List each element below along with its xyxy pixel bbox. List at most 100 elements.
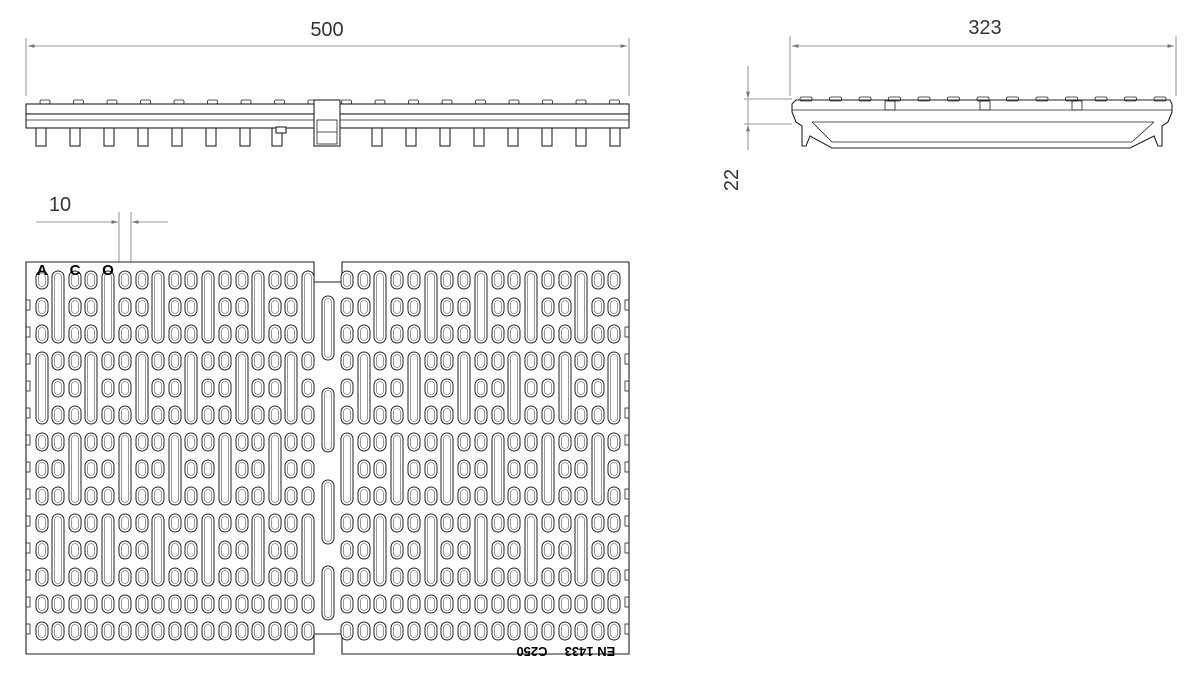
side-view-bump xyxy=(1094,96,1108,102)
grate-slot-inner xyxy=(271,516,279,530)
grate-slot-inner xyxy=(138,435,146,449)
grate-slot-inner xyxy=(527,354,535,368)
grate-slot-inner xyxy=(121,381,129,395)
grate-slot-inner xyxy=(410,462,418,476)
front-view-bump xyxy=(39,99,51,105)
grate-slot-inner xyxy=(221,597,229,611)
grate-slot-inner xyxy=(561,516,569,530)
grate-slot-inner xyxy=(171,435,179,503)
grate-slot-inner xyxy=(54,516,62,584)
front-view-peg xyxy=(103,127,115,147)
grate-slot-inner xyxy=(360,570,368,584)
grate-slot-inner xyxy=(494,516,502,530)
grate-slot-inner xyxy=(393,597,401,611)
grate-slot-inner xyxy=(610,516,618,530)
grate-slot-inner xyxy=(154,273,162,341)
grate-slot-inner xyxy=(477,408,485,422)
grate-slot-inner xyxy=(171,543,179,557)
grate-slot-inner xyxy=(360,462,368,476)
side-view-bump xyxy=(947,96,960,102)
grate-slot-inner xyxy=(510,462,518,476)
grate-slot-inner xyxy=(594,408,602,422)
grate-slot-inner xyxy=(443,354,451,368)
front-elevation-view xyxy=(25,99,630,147)
grate-slot-inner xyxy=(38,462,46,476)
grate-slot-inner xyxy=(427,462,435,476)
grate-slot xyxy=(357,351,371,425)
grate-slot-inner xyxy=(304,408,312,422)
grate-slot-inner xyxy=(87,300,95,314)
front-view-bump xyxy=(140,99,151,105)
grate-slot xyxy=(201,513,215,587)
front-view-bump xyxy=(106,99,118,105)
grate-slot xyxy=(301,513,315,587)
grate-slot-inner xyxy=(460,543,468,557)
grate-slot-inner xyxy=(410,570,418,584)
grate-slot-inner xyxy=(427,273,435,341)
front-view-bump xyxy=(207,99,218,105)
grate-slot-inner xyxy=(477,597,485,611)
grate-slot xyxy=(424,513,438,587)
grate-slot-inner xyxy=(610,327,618,341)
grate-slot-inner xyxy=(360,489,368,503)
grate-slot-inner xyxy=(460,435,468,449)
grate-slot-inner xyxy=(577,408,585,422)
grate-slot-inner xyxy=(287,489,295,503)
grate-slot xyxy=(321,565,335,621)
grate-slot-inner xyxy=(343,624,351,638)
front-view-bump xyxy=(441,99,453,105)
grate-slot-inner xyxy=(287,327,295,341)
grate-slot-inner xyxy=(54,462,62,476)
grate-slot-inner xyxy=(38,543,46,557)
grate-slot-inner xyxy=(410,327,418,341)
grate-slot-inner xyxy=(304,597,312,611)
right-edge-notch xyxy=(624,542,630,554)
grate-slot-inner xyxy=(510,300,518,314)
grate-slot xyxy=(51,513,65,587)
grate-slot-inner xyxy=(577,354,585,368)
grate-slot-inner xyxy=(443,327,451,341)
dimension-22: 22 xyxy=(721,66,792,191)
grate-slot-inner xyxy=(443,273,451,287)
left-edge-notch xyxy=(25,623,31,635)
grate-slot-inner xyxy=(393,408,401,422)
grate-slot-inner xyxy=(71,381,79,395)
grate-slot-inner xyxy=(527,381,535,395)
grate-slot-inner xyxy=(393,624,401,638)
grate-slot-inner xyxy=(204,462,212,476)
grate-slot-inner xyxy=(304,462,312,476)
grate-slot-inner xyxy=(187,354,195,422)
grate-slot-inner xyxy=(271,327,279,341)
grate-slot-inner xyxy=(104,408,112,422)
grate-slot-inner xyxy=(171,597,179,611)
grate-slot-inner xyxy=(187,543,195,557)
grate-slot-inner xyxy=(561,327,569,341)
grate-slot-inner xyxy=(138,489,146,503)
side-view-bump xyxy=(858,96,872,102)
grate-slot-inner xyxy=(287,354,295,422)
grate-slot-inner xyxy=(427,489,435,503)
front-view-bump xyxy=(374,99,386,105)
grate-slot-inner xyxy=(104,381,112,395)
right-edge-notch xyxy=(624,299,630,311)
grate-slot-inner xyxy=(221,354,229,368)
front-view-peg xyxy=(371,127,383,147)
grate-slot-inner xyxy=(494,624,502,638)
grate-slot-inner xyxy=(460,489,468,503)
grate-slot-inner xyxy=(477,273,485,341)
grate-slot-inner xyxy=(154,408,162,422)
grate-slot-inner xyxy=(187,300,195,314)
marking-letter-o: O xyxy=(102,262,114,279)
right-edge-notch xyxy=(624,353,630,365)
marking-standard-group: EN 1433 C250 xyxy=(516,644,615,659)
grate-slot-inner xyxy=(254,381,262,395)
grate-slot-inner xyxy=(221,543,229,557)
grate-slot-inner xyxy=(410,543,418,557)
grate-slot-inner xyxy=(610,489,618,503)
grate-slot-inner xyxy=(376,516,384,584)
grate-slot-inner xyxy=(154,624,162,638)
grate-slot-inner xyxy=(360,327,368,341)
front-view-peg xyxy=(405,127,417,147)
grate-slot-inner xyxy=(204,624,212,638)
grate-slot xyxy=(151,270,165,344)
